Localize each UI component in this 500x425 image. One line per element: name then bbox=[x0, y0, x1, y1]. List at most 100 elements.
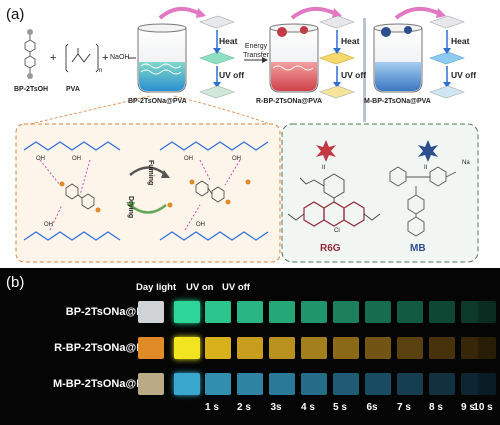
sample-swatch-1-2 bbox=[174, 301, 200, 323]
cl-label: Cl bbox=[334, 228, 340, 234]
plus-sign-2: + bbox=[102, 52, 109, 64]
time-label-3: 3s bbox=[270, 402, 282, 413]
sample-swatch-3-6 bbox=[301, 373, 327, 395]
beaker-2-label: R-BP-2TsONa@PVA bbox=[256, 98, 323, 105]
n-subscript: n bbox=[99, 68, 103, 74]
sample-swatch-3-4 bbox=[237, 373, 263, 395]
time-label-10: 10 s bbox=[473, 402, 493, 413]
header-daylight: Day light bbox=[136, 282, 177, 293]
sample-swatch-2-10 bbox=[429, 337, 455, 359]
header-uv-on: UV on bbox=[186, 282, 214, 293]
panel-a: (a) bbox=[6, 6, 479, 263]
sample-swatch-3-8 bbox=[365, 373, 391, 395]
naoh-label: NaOH bbox=[110, 54, 130, 61]
time-label-4: 4 s bbox=[301, 402, 315, 413]
uv-off-1: UV off bbox=[219, 70, 245, 80]
heat-2: Heat bbox=[341, 36, 360, 46]
time-label-9: 9 s bbox=[461, 402, 475, 413]
bp-2tsoh-molecule bbox=[24, 29, 36, 79]
time-label-2: 2 s bbox=[237, 402, 251, 413]
dye-box bbox=[281, 123, 479, 263]
beaker-2 bbox=[269, 23, 319, 93]
hydrogen-bonds bbox=[39, 159, 241, 231]
sample-swatch-3-12 bbox=[478, 373, 496, 395]
sample-swatch-2-6 bbox=[301, 337, 327, 359]
curved-arrow-3 bbox=[394, 6, 441, 20]
curved-arrow-2 bbox=[290, 6, 337, 20]
sample-swatch-1-5 bbox=[269, 301, 295, 323]
pva-structure bbox=[65, 43, 99, 73]
panel-a-illustration bbox=[15, 6, 479, 263]
sample-swatch-1-12 bbox=[478, 301, 496, 323]
sample-swatch-2-12 bbox=[478, 337, 496, 359]
polymer-chains bbox=[23, 141, 269, 241]
r6g-label: R6G bbox=[320, 243, 341, 254]
sample-swatch-1-1 bbox=[138, 301, 164, 323]
pva-matrix-box bbox=[15, 123, 281, 263]
mb-label: MB bbox=[410, 243, 426, 254]
stage-1-films bbox=[199, 15, 235, 99]
sample-swatch-2-9 bbox=[397, 337, 423, 359]
sample-swatch-3-1 bbox=[138, 373, 164, 395]
embedded-molecule-right bbox=[167, 179, 251, 208]
mb-structure bbox=[389, 166, 457, 237]
oh-label-3: OH bbox=[184, 156, 193, 162]
numeral-mb: II bbox=[424, 165, 428, 171]
row-label-m-bp: M-BP-2TsONa@PVA bbox=[52, 378, 158, 390]
sample-swatch-1-3 bbox=[205, 301, 231, 323]
time-label-8: 8 s bbox=[429, 402, 443, 413]
beaker-1 bbox=[137, 23, 187, 93]
sample-swatch-3-10 bbox=[429, 373, 455, 395]
r6g-structure bbox=[287, 173, 381, 227]
sample-swatch-3-9 bbox=[397, 373, 423, 395]
sample-swatch-2-8 bbox=[365, 337, 391, 359]
sample-swatch-1-9 bbox=[397, 301, 423, 323]
sample-swatch-3-2 bbox=[174, 373, 200, 395]
time-label-6: 6s bbox=[366, 402, 378, 413]
numeral-r6g: II bbox=[322, 165, 326, 171]
bp-2tsoh-label: BP-2TsOH bbox=[14, 86, 49, 93]
row-label-r-bp: R-BP-2TsONa@PVA bbox=[54, 342, 158, 354]
oh-label-2: OH bbox=[72, 156, 81, 162]
sample-swatch-2-1 bbox=[138, 337, 164, 359]
sample-swatch-3-7 bbox=[333, 373, 359, 395]
mb-star-icon bbox=[418, 140, 438, 162]
row-label-bp: BP-2TsONa@PVA bbox=[65, 306, 158, 318]
stage-2-films bbox=[319, 15, 355, 99]
time-label-7: 7 s bbox=[397, 402, 411, 413]
oh-label-1: OH bbox=[36, 156, 45, 162]
drying-label: Drying bbox=[127, 196, 134, 219]
header-uv-off: UV off bbox=[222, 282, 250, 293]
energy-transfer-label: Energy Transfer bbox=[243, 43, 269, 59]
sample-swatch-2-2 bbox=[174, 337, 200, 359]
stage-3-films bbox=[429, 15, 465, 99]
sample-swatch-1-8 bbox=[365, 301, 391, 323]
sample-swatch-1-10 bbox=[429, 301, 455, 323]
beaker-1-label: BP-2TsONa@PVA bbox=[128, 98, 187, 105]
uv-off-3: UV off bbox=[451, 70, 477, 80]
sample-swatch-3-5 bbox=[269, 373, 295, 395]
sample-swatch-1-7 bbox=[333, 301, 359, 323]
curved-arrow-1 bbox=[158, 6, 201, 20]
divider-band bbox=[363, 18, 366, 122]
sample-swatch-3-3 bbox=[205, 373, 231, 395]
heat-1: Heat bbox=[219, 36, 238, 46]
r6g-star-icon bbox=[316, 140, 336, 162]
sample-swatch-2-4 bbox=[237, 337, 263, 359]
uv-off-2: UV off bbox=[341, 70, 367, 80]
oh-label-4: OH bbox=[232, 156, 241, 162]
sample-swatch-1-6 bbox=[301, 301, 327, 323]
time-label-1: 1 s bbox=[205, 402, 219, 413]
sample-swatch-2-5 bbox=[269, 337, 295, 359]
sample-swatch-1-4 bbox=[237, 301, 263, 323]
pva-label: PVA bbox=[66, 86, 80, 93]
na-label: Na bbox=[462, 160, 470, 166]
oh-label-5: OH bbox=[44, 222, 53, 228]
oh-label-6: OH bbox=[196, 222, 205, 228]
sample-swatch-2-3 bbox=[205, 337, 231, 359]
embedded-molecule-left bbox=[59, 181, 101, 213]
plus-sign-1: + bbox=[50, 52, 57, 64]
beaker-3 bbox=[373, 23, 423, 93]
time-label-5: 5 s bbox=[333, 402, 347, 413]
sample-swatch-2-7 bbox=[333, 337, 359, 359]
